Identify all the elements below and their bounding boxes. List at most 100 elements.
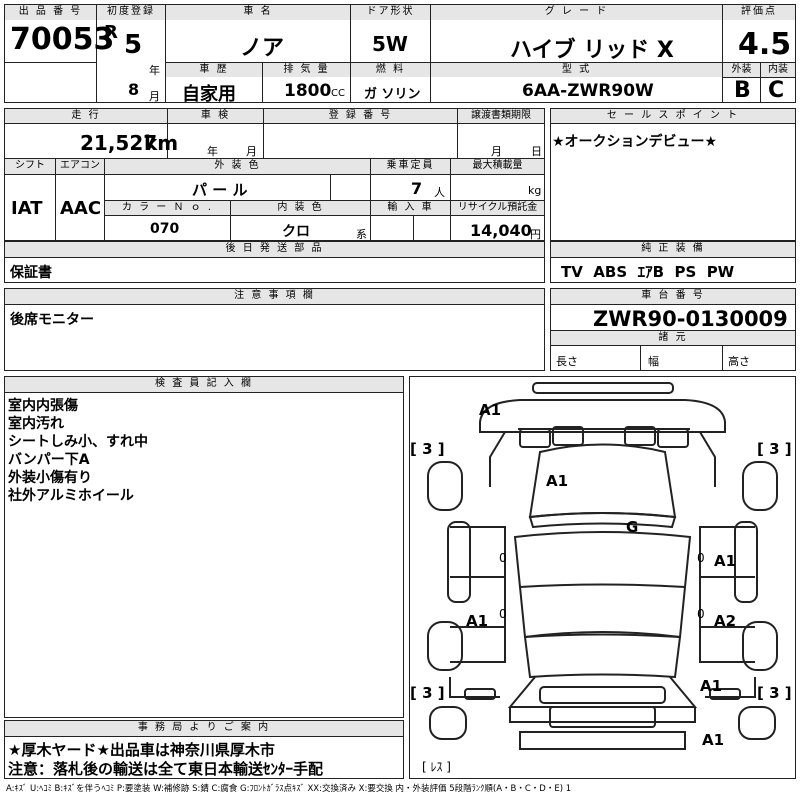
width-label: 幅 (648, 355, 659, 368)
first-reg-label: 初度登録 (97, 5, 165, 20)
legend: A:ｷｽﾞ U:ﾍｺﾐ B:ｷｽﾞを伴うﾍｺﾐ P:要塗装 W:補修跡 S:錆 … (6, 784, 572, 794)
score-label: 評価点 (723, 5, 795, 20)
chassis-box (550, 288, 796, 371)
import-label: 輸 入 車 (371, 201, 450, 215)
damage-mark: 0 (499, 607, 507, 621)
sales-point: ★オークションデビュー★ (552, 134, 718, 150)
ac-label: エアコン (56, 159, 104, 174)
grade-label: グ レ ー ド (431, 5, 722, 20)
inspector-line: バンパー下A (8, 452, 90, 468)
lot-number: 70053 (10, 22, 115, 57)
int-grade: C (768, 78, 785, 103)
insp-year-unit: 年 (207, 145, 218, 158)
inspection-label: 車 検 (168, 109, 263, 123)
fuel-label: 燃 料 (351, 63, 430, 77)
equipment-box (550, 241, 796, 283)
int-grade-label: 内装 (761, 63, 795, 77)
equipment: TV ABS ｴｱB PS PW (561, 263, 735, 281)
damage-mark: 0 (499, 551, 507, 565)
damage-mark: A1 (714, 552, 737, 570)
mileage-label: 走 行 (5, 109, 167, 123)
capacity-unit: 人 (434, 186, 445, 199)
displacement-label: 排 気 量 (263, 63, 350, 77)
tire-mark: [ 3 ] (410, 440, 445, 458)
chassis-label: 車 台 番 号 (551, 289, 795, 304)
color-number: 070 (150, 221, 180, 237)
air-conditioner: AAC (60, 198, 102, 219)
dims-label: 諸 元 (551, 331, 795, 345)
shift: IAT (11, 198, 43, 219)
damage-mark: A1 (466, 612, 489, 630)
notes: 後席モニター (10, 312, 94, 328)
notes-box (4, 288, 545, 371)
inspector-line: シートしみ小、すれ中 (8, 434, 148, 450)
reg-year: 5 (124, 30, 143, 60)
mileage-unit: km (144, 131, 179, 155)
tire-mark: [ 3 ] (757, 684, 792, 702)
fuel: ガ ソリン (364, 87, 421, 102)
history-label: 車 歴 (166, 63, 262, 77)
damage-mark: A1 (546, 472, 569, 490)
damage-mark: A1 (479, 401, 502, 419)
height-label: 高さ (728, 355, 750, 368)
model-name: ノア (240, 36, 285, 61)
era: R (104, 22, 118, 43)
transfer-day-unit: 日 (531, 145, 542, 158)
ext-color-label: 外 装 色 (105, 159, 370, 174)
damage-mark: 0 (697, 607, 705, 621)
chassis-number: ZWR90-0130009 (593, 307, 788, 331)
damage-mark: A2 (714, 612, 737, 630)
inspector-box (4, 376, 404, 718)
inspector-label: 検 査 員 記 入 欄 (5, 377, 403, 392)
mileage: 21,527 (80, 131, 158, 155)
office-box (4, 720, 404, 779)
capacity: 7 (411, 179, 423, 198)
insp-month-unit: 月 (246, 145, 257, 158)
year-unit: 年 (149, 64, 160, 77)
equipment-label: 純 正 装 備 (551, 242, 795, 257)
ext-grade-label: 外装 (723, 63, 760, 77)
capacity-label: 乗車定員 (371, 159, 450, 174)
recycle-label: リサイクル預託金 (451, 201, 544, 215)
plate-label: 登 録 番 号 (264, 109, 457, 123)
score: 4.5 (738, 27, 792, 62)
transfer-month-unit: 月 (491, 145, 502, 158)
door-type: 5W (372, 32, 408, 56)
recycle-fee: 14,040 (470, 221, 532, 240)
int-color: クロ (282, 224, 310, 240)
length-label: 長さ (556, 355, 578, 368)
tire-mark: [ 3 ] (410, 684, 445, 702)
inspector-line: 室内内張傷 (8, 398, 78, 414)
damage-mark: A1 (702, 731, 725, 749)
recycle-unit: 円 (530, 228, 541, 241)
damage-mark: G (626, 518, 639, 536)
type-label: 型 式 (431, 63, 722, 77)
car-diagram (409, 376, 796, 779)
office-line-2: 注意：落札後の輸送は全て東日本輸送ｾﾝﾀｰ手配 (8, 760, 324, 778)
door-label: ドア形状 (351, 5, 430, 20)
displacement-unit: CC (331, 88, 345, 99)
tire-mark: [ 3 ] (757, 440, 792, 458)
spare-tire-mark: [ ﾚｽ ] (422, 760, 451, 774)
vehicle-history: 自家用 (182, 84, 236, 105)
model-type: 6AA-ZWR90W (522, 81, 654, 101)
inspector-line: 室内汚れ (8, 416, 64, 432)
later-parts-box (4, 241, 545, 283)
lot-no-label: 出 品 番 号 (5, 5, 96, 20)
sales-point-label: セ ー ル ス ポ イ ン ト (551, 109, 795, 123)
later-parts-label: 後 日 発 送 部 品 (5, 242, 544, 257)
int-color-unit: 系 (356, 228, 367, 241)
reg-month: 8 (128, 80, 140, 99)
notes-label: 注 意 事 項 欄 (5, 289, 544, 304)
int-color-label: 内 装 色 (231, 201, 370, 215)
office-line-1: ★厚木ヤード★出品車は神奈川県厚木市 (8, 741, 275, 759)
header-block (4, 4, 796, 103)
shift-label: シフト (5, 159, 55, 174)
damage-mark: 0 (697, 551, 705, 565)
office-label: 事 務 局 よ り ご 案 内 (5, 721, 403, 736)
max-load-unit: kg (528, 184, 542, 197)
inspector-line: 社外アルミホイール (8, 488, 134, 504)
sales-point-box (550, 108, 796, 241)
transfer-label: 譲渡書類期限 (458, 109, 544, 123)
later-parts: 保証書 (10, 265, 52, 281)
